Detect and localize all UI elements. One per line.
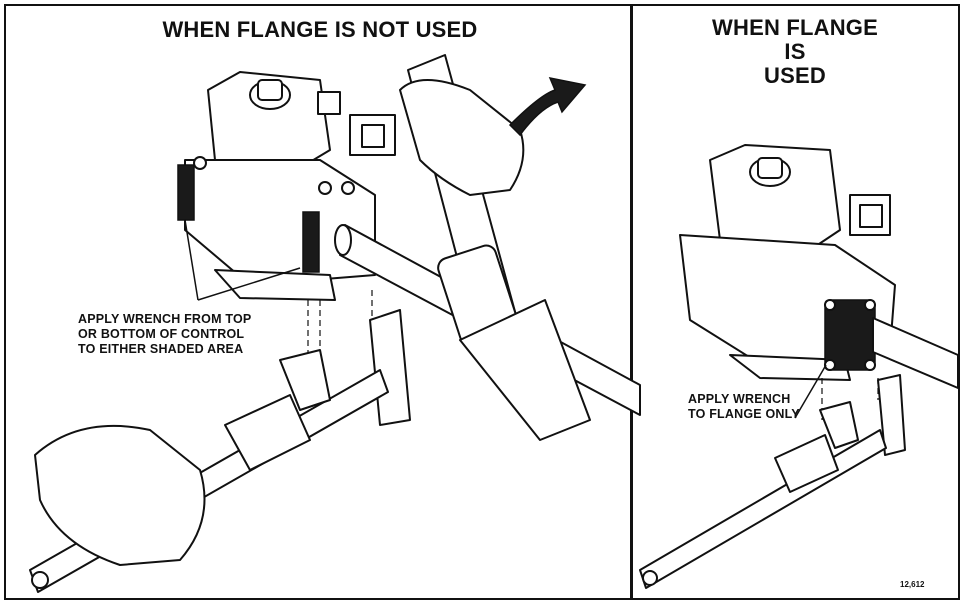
right-callout-line-1: APPLY WRENCH bbox=[688, 392, 791, 406]
pipe-wrench-upper bbox=[399, 54, 591, 441]
leader-line-1 bbox=[184, 219, 199, 301]
gas-control-valve-right bbox=[679, 144, 896, 381]
right-title-line-3: USED bbox=[764, 63, 826, 88]
shaded-area-right bbox=[302, 211, 320, 273]
figure-number: 12,612 bbox=[900, 580, 925, 589]
pipe-right bbox=[872, 317, 959, 389]
adjustable-wrench-right bbox=[639, 374, 906, 589]
leader-line-flange bbox=[794, 364, 827, 419]
hand-lower bbox=[34, 424, 206, 566]
shaded-area-left bbox=[177, 164, 195, 221]
left-callout-line-3: TO EITHER SHADED AREA bbox=[78, 342, 244, 356]
hand-upper bbox=[399, 79, 525, 196]
right-panel-title: WHEN FLANGE IS USED bbox=[650, 16, 940, 88]
leader-line-2 bbox=[197, 267, 301, 301]
right-callout: APPLY WRENCH TO FLANGE ONLY bbox=[688, 392, 800, 422]
flange-shaded bbox=[824, 299, 876, 371]
rotation-arrow-icon bbox=[508, 76, 587, 137]
right-title-line-1: WHEN FLANGE bbox=[712, 15, 878, 40]
left-callout-line-2: OR BOTTOM OF CONTROL bbox=[78, 327, 245, 341]
panel-divider bbox=[630, 4, 633, 600]
right-title-line-2: IS bbox=[784, 39, 806, 64]
adjustable-wrench-lower bbox=[29, 309, 411, 593]
left-callout-line-1: APPLY WRENCH FROM TOP bbox=[78, 312, 252, 326]
left-panel-title: WHEN FLANGE IS NOT USED bbox=[162, 17, 478, 42]
left-callout: APPLY WRENCH FROM TOP OR BOTTOM OF CONTR… bbox=[78, 312, 251, 357]
right-callout-line-2: TO FLANGE ONLY bbox=[688, 407, 800, 421]
